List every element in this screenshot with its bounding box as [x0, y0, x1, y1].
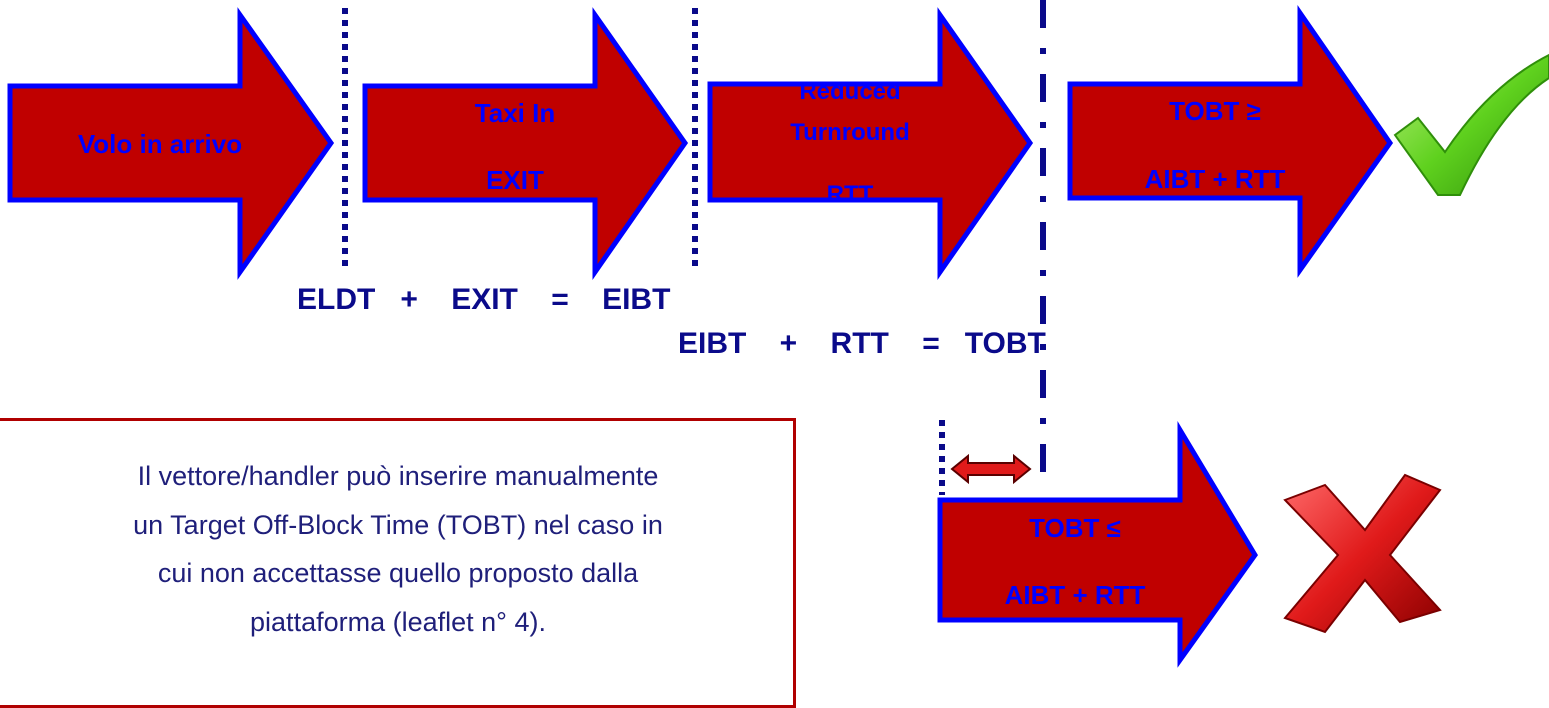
- label-tobt-ko-line2: AIBT + RTT: [1004, 580, 1146, 610]
- check-mark-icon: [1393, 53, 1549, 196]
- label-tobt-ok-line1: TOBT ≥: [1169, 96, 1261, 126]
- label-rtt: RTT: [826, 181, 874, 208]
- arrow-tobt-ok: [1067, 4, 1394, 278]
- label-volo-in-arrivo: Volo in arrivo: [77, 129, 243, 159]
- diagram-canvas: [7, 0, 1549, 668]
- arrow-taxi-in: [362, 7, 689, 280]
- arrow-volo-in-arrivo: [7, 7, 335, 280]
- label-reduced: Reduced: [799, 78, 901, 105]
- formula-eibt: ELDT + EXIT = EIBT: [297, 283, 671, 316]
- label-tobt-ok-line2: AIBT + RTT: [1144, 164, 1286, 194]
- label-taxi-in: Taxi In: [474, 98, 556, 128]
- double-headed-arrow-icon: [950, 453, 1032, 485]
- formula-tobt: EIBT + RTT = TOBT: [678, 327, 1046, 360]
- note-box: [0, 418, 796, 708]
- cross-mark-icon: [1283, 473, 1442, 634]
- note-text: Il vettore/handler può inserire manualme…: [133, 461, 663, 637]
- label-exit: EXIT: [486, 165, 544, 195]
- label-tobt-ko-line1: TOBT ≤: [1029, 513, 1121, 543]
- arrow-reduced-turnround: [707, 7, 1034, 280]
- arrow-tobt-ko: [937, 420, 1258, 668]
- label-turnround: Turnround: [790, 119, 910, 146]
